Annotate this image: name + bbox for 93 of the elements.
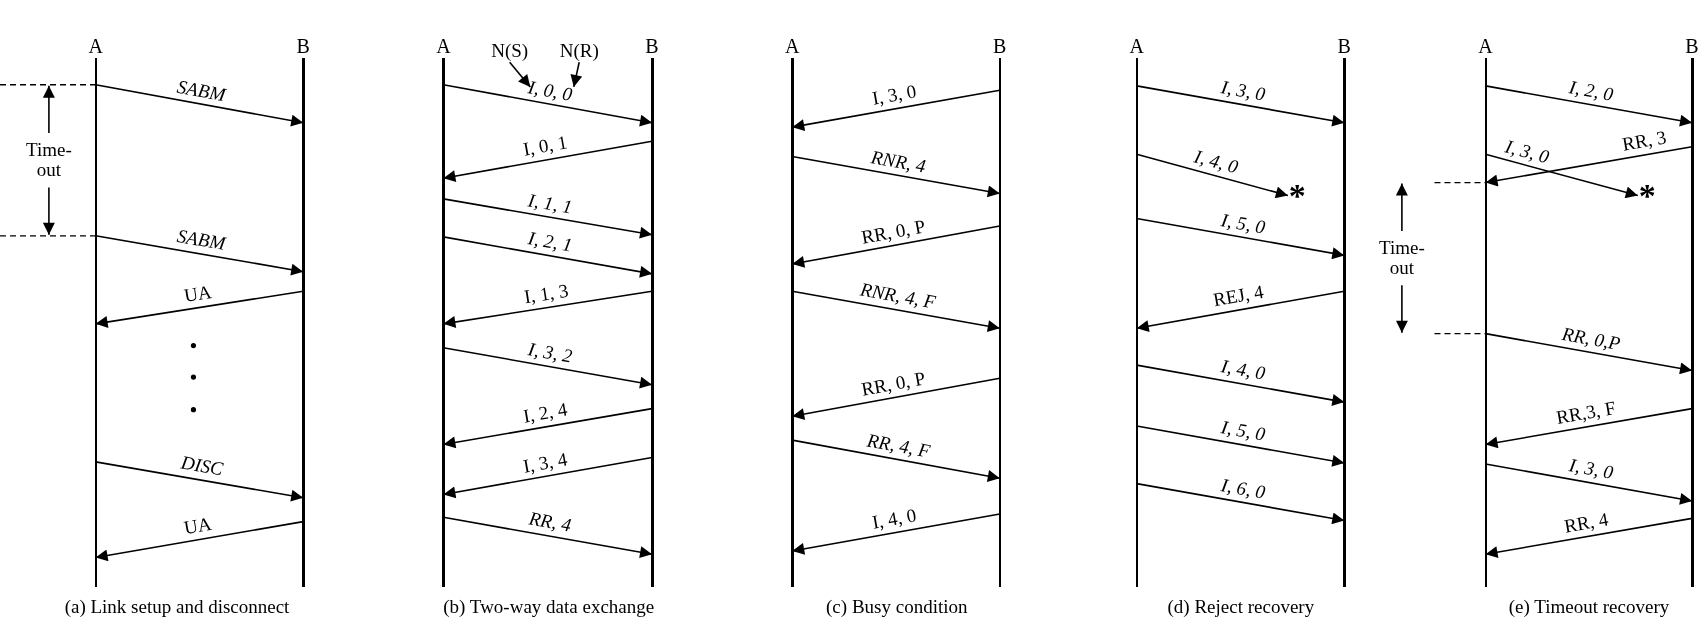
message-arrow: [442, 140, 653, 183]
message-arrow: [1135, 153, 1289, 199]
edge-label: I, 3, 2: [526, 339, 574, 366]
participant-label: A: [87, 36, 104, 56]
panel-caption: (e) Timeout recovery: [1508, 597, 1670, 617]
message-arrow: [1135, 217, 1346, 260]
message-arrow: [442, 516, 653, 559]
message-arrow: [791, 290, 1001, 332]
edge-label: DISC: [179, 453, 225, 479]
edge-label: I, 1, 3: [522, 280, 570, 307]
message-arrow: [94, 290, 304, 328]
leader-line: [570, 61, 583, 88]
message-arrow: [1484, 332, 1693, 375]
message-arrow: [442, 346, 653, 389]
message-arrow: [1135, 482, 1346, 525]
message-arrow: [94, 520, 304, 562]
panel-caption: (c) Busy condition: [826, 597, 968, 617]
edge-label: RR, 4, F: [865, 430, 932, 461]
participant-label: A: [1477, 36, 1494, 56]
participant-label: A: [435, 36, 452, 56]
participant-label: A: [1128, 36, 1145, 56]
message-arrow: [791, 225, 1001, 268]
participant-label: B: [992, 36, 1008, 56]
edge-label: I, 4, 0: [1219, 356, 1267, 384]
edge-label: RR, 0, P: [860, 368, 928, 399]
edge-label: I, 3, 0: [1219, 77, 1267, 104]
message-arrow: [1484, 145, 1693, 187]
edge-label: UA: [182, 282, 213, 306]
panel-caption: (a) Link setup and disconnect: [64, 597, 290, 617]
edge-label: RNR, 4: [869, 147, 928, 176]
edge-label: I, 3, 0: [1567, 455, 1615, 482]
edge-label: I, 3, 0: [870, 81, 918, 109]
message-arrow: [1135, 290, 1346, 332]
field-label: N(S): [491, 41, 529, 62]
edge-label: I, 2, 4: [522, 399, 569, 426]
message-arrow: [1135, 425, 1346, 467]
edge-label: I, 4, 0: [870, 505, 918, 532]
message-arrow: [442, 83, 653, 127]
message-arrow: [94, 83, 304, 127]
edge-label: I, 3, 0: [1503, 136, 1552, 167]
message-arrow: [1484, 517, 1693, 559]
message-arrow: [791, 439, 1001, 482]
edge-label: I, 2, 1: [526, 228, 574, 255]
edge-label: I, 6, 0: [1219, 475, 1267, 502]
lost-frame-mark: *: [1288, 182, 1306, 209]
message-arrow: [442, 407, 653, 449]
edge-label: RR, 4: [527, 508, 573, 535]
edge-label: RR, 0, P: [860, 216, 928, 247]
message-arrow: [791, 513, 1001, 555]
edge-label: UA: [182, 514, 213, 538]
edge-label: RR,3, F: [1555, 398, 1618, 428]
message-arrow: [1484, 153, 1639, 199]
edge-label: RR, 3: [1620, 127, 1668, 154]
edge-label: I, 4, 0: [1192, 146, 1240, 177]
message-arrow: [791, 377, 1001, 420]
participant-label: A: [784, 36, 801, 56]
message-arrow: [1484, 85, 1693, 127]
edge-label: RR, 4: [1563, 509, 1611, 536]
message-arrow: [1135, 364, 1346, 406]
message-arrow: [442, 198, 653, 239]
message-arrow: [442, 456, 653, 499]
message-arrow: [791, 89, 1001, 131]
message-arrow: [94, 235, 304, 276]
edge-label: I, 3, 4: [521, 449, 569, 476]
message-arrow: [442, 236, 653, 278]
lifeline: [433, 36, 454, 587]
lifeline: [1475, 36, 1496, 587]
participant-label: B: [1684, 36, 1700, 56]
participant-label: B: [1336, 36, 1352, 56]
leader-line: [508, 61, 532, 88]
panel-caption: (b) Two-way data exchange: [443, 597, 655, 617]
lost-frame-mark: *: [1638, 182, 1656, 209]
participant-label: B: [644, 36, 660, 56]
edge-label: SABM: [176, 226, 228, 254]
message-arrow: [442, 290, 653, 328]
edge-label: RR, 0,P: [1560, 323, 1622, 353]
edge-label: SABM: [176, 76, 228, 104]
message-arrow: [1484, 407, 1693, 449]
edge-label: I, 1, 1: [526, 189, 574, 217]
participant-label: B: [295, 36, 311, 56]
field-label: N(R): [559, 41, 599, 62]
panel-caption: (d) Reject recovery: [1167, 597, 1315, 617]
message-arrow: [1484, 463, 1693, 505]
edge-label: I, 5, 0: [1219, 417, 1267, 444]
message-arrow: [1135, 85, 1346, 127]
edge-label: I, 5, 0: [1219, 209, 1267, 237]
edge-label: I, 0, 1: [521, 132, 569, 160]
message-arrow: [791, 155, 1001, 198]
edge-label: I, 0, 0: [526, 76, 574, 104]
message-arrow: [94, 461, 304, 502]
edge-label: RNR, 4, F: [859, 279, 938, 312]
edge-label: REJ, 4: [1211, 282, 1265, 310]
edge-label: I, 2, 0: [1567, 77, 1615, 104]
